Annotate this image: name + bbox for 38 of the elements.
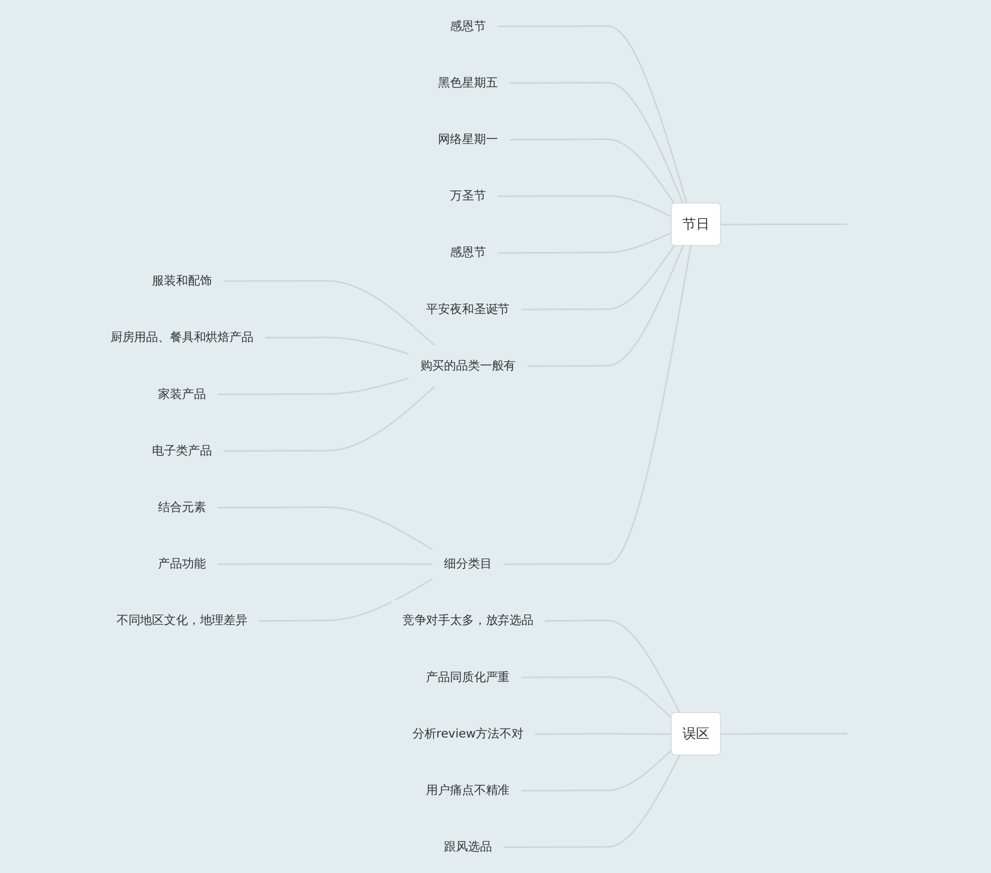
connector bbox=[521, 245, 676, 310]
connector bbox=[223, 386, 436, 452]
node-text: 网络星期一 bbox=[438, 132, 498, 146]
node-text: 平安夜和圣诞节 bbox=[426, 302, 510, 316]
node-text: 电子类产品 bbox=[152, 443, 212, 458]
connector bbox=[217, 506, 434, 551]
node-text: 购买的品类一般有 bbox=[420, 358, 516, 372]
connector bbox=[503, 246, 692, 565]
node-text: 结合元素 bbox=[158, 500, 206, 514]
node-text: 产品功能 bbox=[158, 556, 206, 571]
connector bbox=[223, 280, 436, 347]
connector bbox=[264, 336, 410, 355]
node-text: 感恩节 bbox=[450, 245, 486, 260]
node-text: 厨房用品、餐具和烘焙产品 bbox=[110, 330, 254, 344]
node-text: 竞争对手太多，放弃选品 bbox=[402, 613, 534, 628]
node-text: 万圣节 bbox=[450, 188, 486, 203]
node-text: 分析review方法不对 bbox=[412, 726, 524, 740]
connector bbox=[509, 82, 684, 204]
node-text: 感恩节 bbox=[450, 18, 486, 33]
node-text: 跟风选品 bbox=[444, 839, 492, 854]
node-text: 家装产品 bbox=[158, 386, 206, 401]
node-text: 用户痛点不精准 bbox=[426, 782, 510, 798]
connector bbox=[259, 578, 434, 622]
node-text: 服装和配饰 bbox=[152, 273, 212, 288]
connector bbox=[497, 232, 672, 254]
node-text: 黑色星期五 bbox=[438, 75, 498, 90]
connector bbox=[527, 246, 684, 367]
connector bbox=[217, 377, 410, 396]
connector bbox=[497, 195, 672, 218]
node-text: 细分类目 bbox=[444, 556, 492, 571]
node-text: 产品同质化严重 bbox=[426, 670, 510, 684]
connector bbox=[545, 620, 680, 714]
connector bbox=[503, 754, 680, 848]
connector bbox=[521, 676, 672, 719]
connector bbox=[497, 25, 688, 204]
connector bbox=[521, 749, 672, 792]
connector bbox=[509, 138, 676, 204]
node-text: 不同地区文化，地理差异 bbox=[116, 613, 248, 628]
